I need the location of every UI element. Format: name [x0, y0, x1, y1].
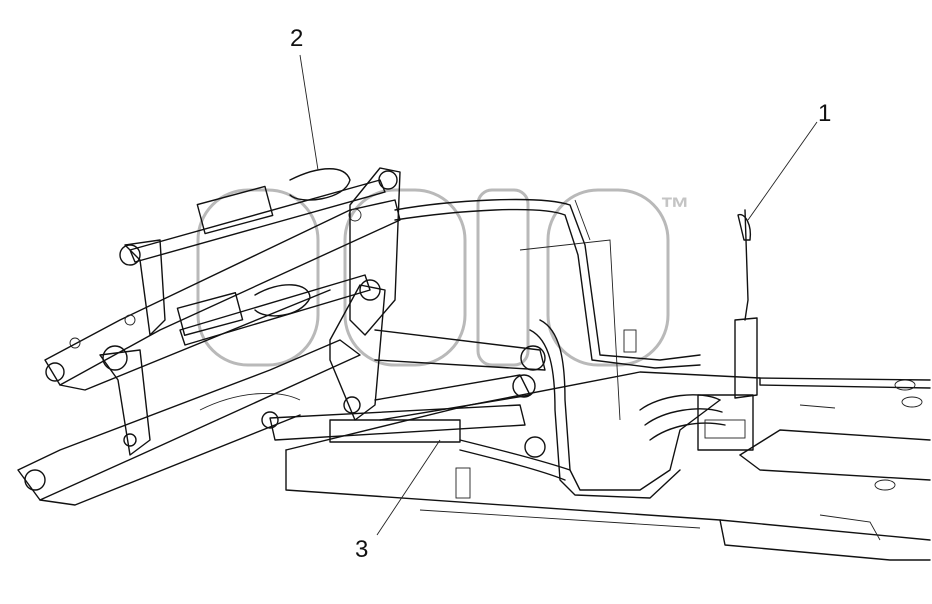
callout-1: 1	[747, 100, 831, 221]
watermark-logo: ™	[196, 188, 690, 367]
hydraulic-hoses	[394, 198, 726, 499]
callout-3-label: 3	[355, 536, 368, 563]
mount-bracket-rear	[348, 167, 401, 336]
cylinder-lower	[176, 274, 371, 346]
watermark-trademark: ™	[660, 192, 690, 225]
callout-1-label: 1	[818, 100, 831, 127]
callout-3: 3	[355, 439, 441, 563]
cylinder-upper	[129, 168, 386, 263]
loader-boom-lower	[17, 339, 361, 506]
control-valve	[697, 209, 758, 451]
callout-2: 2	[290, 25, 319, 171]
cylinder-tilt	[261, 404, 546, 458]
mount-bracket-front	[329, 279, 546, 421]
callout-2-label: 2	[290, 25, 303, 52]
tractor-frame	[285, 239, 931, 561]
